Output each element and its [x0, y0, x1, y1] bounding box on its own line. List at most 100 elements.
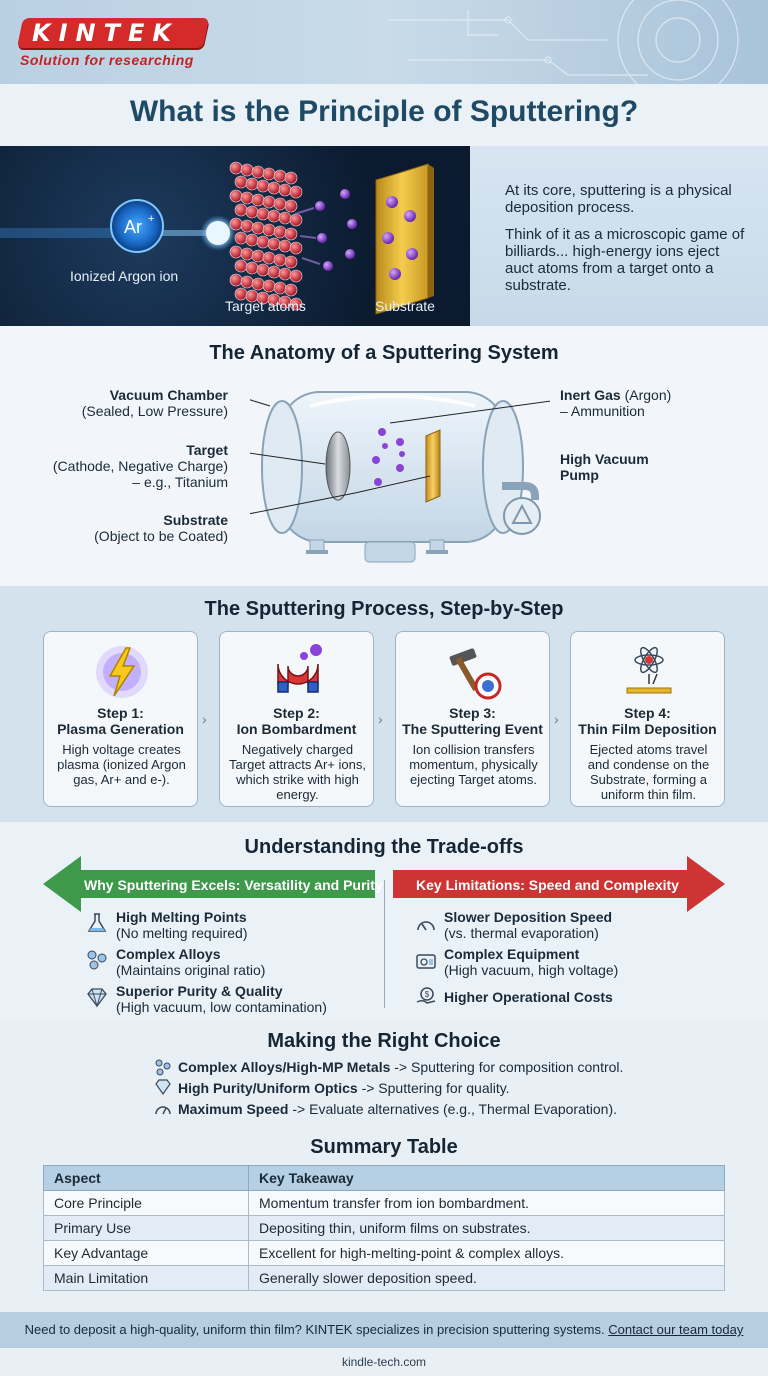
- step-arrow-3: ›: [554, 711, 559, 727]
- logo: KINTEK: [32, 19, 179, 47]
- pro-item-3: Superior Purity & Quality(High vacuum, l…: [116, 983, 327, 1015]
- target-atom: [245, 261, 259, 275]
- target-atom: [251, 221, 265, 235]
- step-1-heading: Step 1:Plasma Generation: [57, 705, 184, 737]
- title-band: [0, 84, 768, 146]
- target-sub2: – e.g., Titanium: [132, 474, 228, 490]
- step-4-desc: Ejected atoms travel and condense on the…: [587, 742, 710, 802]
- target-atom: [240, 247, 254, 261]
- header-banner: KINTEK Solution for researching: [0, 0, 768, 84]
- vacuum-pump-icon: [503, 497, 541, 535]
- table-cell: Key Advantage: [43, 1240, 249, 1266]
- step-1-desc: High voltage creates plasma (ionized Arg…: [57, 742, 186, 787]
- argon-ion-icon: [110, 199, 164, 253]
- footer-text: Need to deposit a high-quality, uniform …: [24, 1322, 609, 1337]
- target-atom: [245, 233, 259, 247]
- con-item-2: Complex Equipment(High vacuum, high volt…: [444, 946, 619, 978]
- step-3-desc: Ion collision transfers momentum, physic…: [409, 742, 538, 787]
- argon-ion-symbol: Ar: [124, 217, 142, 237]
- table-cell: Main Limitation: [43, 1265, 249, 1291]
- target-atom: [273, 225, 287, 239]
- sputtering-illustration: Ar +: [0, 161, 434, 315]
- target-atom: [267, 209, 281, 223]
- tech-circuit-decoration: [388, 0, 739, 84]
- target-atom: [240, 219, 254, 233]
- target-atom: [251, 193, 265, 207]
- hero-illustration: Ar +: [0, 146, 470, 326]
- footer-cta: Need to deposit a high-quality, uniform …: [0, 1322, 768, 1337]
- target-atom: [234, 175, 248, 189]
- target-atom: [284, 283, 298, 297]
- target-atom: [229, 189, 243, 203]
- inert-gas-title: Inert Gas: [560, 387, 621, 403]
- table-header-aspect: Aspect: [43, 1165, 249, 1191]
- target-atom: [267, 265, 281, 279]
- target-disc: [325, 431, 351, 501]
- target-atom: [256, 207, 270, 221]
- target-atom: [251, 277, 265, 291]
- contact-link[interactable]: Contact our team today: [608, 1322, 744, 1337]
- substrate-plate-diagram: [425, 429, 441, 503]
- vacuum-pump-line2: Pump: [560, 467, 599, 483]
- target-atom: [240, 163, 254, 177]
- tradeoffs-title: Understanding the Trade-offs: [244, 836, 524, 858]
- target-atom: [284, 199, 298, 213]
- target-atom: [229, 161, 243, 175]
- page-title: What is the Principle of Sputtering?: [129, 95, 639, 128]
- choice-item-1: Complex Alloys/High-MP Metals -> Sputter…: [178, 1059, 624, 1075]
- substrate-title: Substrate: [163, 512, 228, 528]
- svg-text:$: $: [425, 990, 430, 999]
- vacuum-pump-label: High Vacuum Pump: [560, 451, 750, 483]
- target-atom: [278, 239, 292, 253]
- molecules-icon: [87, 950, 107, 970]
- diamond-icon: [155, 1079, 171, 1096]
- target-atom: [289, 297, 303, 311]
- target-atom: [256, 179, 270, 193]
- target-atom: [251, 165, 265, 179]
- cons-banner-text: Key Limitations: Speed and Complexity: [416, 877, 679, 893]
- target-atom: [245, 177, 259, 191]
- target-atom: [262, 251, 276, 265]
- target-atom: [245, 205, 259, 219]
- choice-title: Making the Right Choice: [267, 1030, 501, 1052]
- choice-item-2: High Purity/Uniform Optics -> Sputtering…: [178, 1080, 510, 1096]
- process-title: The Sputtering Process, Step-by-Step: [204, 598, 564, 620]
- table-cell: Core Principle: [43, 1190, 249, 1216]
- vacuum-chamber-title: Vacuum Chamber: [109, 387, 228, 403]
- target-atom: [267, 181, 281, 195]
- target-atoms-label: Target atoms: [225, 298, 306, 314]
- target-atom: [278, 183, 292, 197]
- pro-item-2: Complex Alloys(Maintains original ratio): [116, 946, 266, 978]
- target-atom: [273, 197, 287, 211]
- target-sub1: (Cathode, Negative Charge): [52, 458, 228, 474]
- gauge-icon: [155, 1106, 171, 1115]
- target-atom: [234, 203, 248, 217]
- diamond-icon: [87, 988, 107, 1008]
- inert-gas-paren: (Argon): [624, 387, 672, 403]
- target-label: Target (Cathode, Negative Charge) – e.g.…: [48, 442, 228, 490]
- step-card-2: Step 2:Ion Bombardment Negatively charge…: [219, 631, 374, 807]
- ejected-atoms: [315, 189, 357, 271]
- logo-tagline: Solution for researching: [20, 52, 194, 68]
- substrate-anatomy-label: Substrate (Object to be Coated): [60, 512, 228, 544]
- target-atoms-lattice: [229, 161, 303, 311]
- vacuum-pump-line1: High Vacuum: [560, 451, 649, 467]
- con-item-1: Slower Deposition Speed(vs. thermal evap…: [444, 909, 613, 941]
- target-atom: [273, 169, 287, 183]
- target-atom: [240, 191, 254, 205]
- anatomy-title: The Anatomy of a Sputtering System: [209, 342, 559, 364]
- con-item-3: Higher Operational Costs: [444, 989, 613, 1005]
- step-arrow-2: ›: [378, 711, 383, 727]
- lightning-plasma-icon: [96, 646, 148, 698]
- ion-label: Ionized Argon ion: [70, 268, 179, 284]
- footer-band: [0, 1312, 768, 1348]
- step-card-4: Step 4:Thin Film Deposition Ejected atom…: [570, 631, 725, 807]
- summary-title: Summary Table: [310, 1136, 458, 1158]
- equipment-icon: [416, 954, 436, 969]
- choice-item-3: Maximum Speed -> Evaluate alternatives (…: [178, 1101, 617, 1117]
- step-card-1: Step 1:Plasma Generation High voltage cr…: [43, 631, 198, 807]
- target-atom: [234, 231, 248, 245]
